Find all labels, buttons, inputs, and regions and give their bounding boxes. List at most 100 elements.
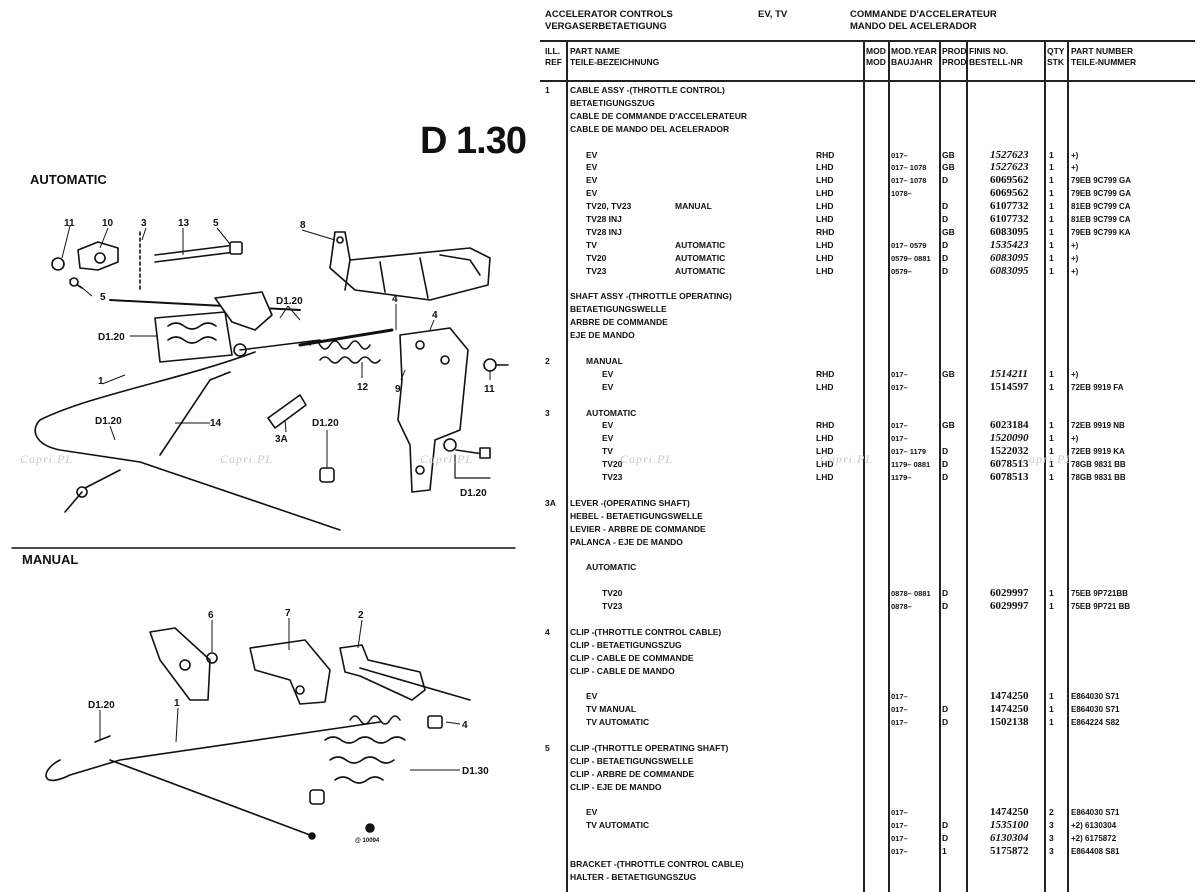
- row-part-name: MANUAL: [586, 355, 623, 366]
- row-mod-year: 1179–: [891, 473, 912, 482]
- row-mod-year: 017–: [891, 821, 908, 831]
- row-part-number: 72EB 9919 FA: [1071, 382, 1124, 392]
- col-head-finis: FINIS NO.BESTELL-NR: [969, 46, 1023, 67]
- lever-3a-part: [267, 394, 307, 429]
- row-part-name: CABLE DE MANDO DEL ACELERADOR: [570, 123, 730, 134]
- row-part-name: BRACKET -(THROTTLE CONTROL CABLE): [570, 859, 744, 869]
- row-part-name: TV: [586, 239, 597, 250]
- row-finis-no: 6029997: [990, 600, 1029, 612]
- row-part-number: +2) 6175872: [1071, 834, 1117, 844]
- row-part-number: 72EB 9919 KA: [1071, 447, 1125, 457]
- row-finis-no: 1520090: [990, 432, 1029, 445]
- watermark-5: Capri.PL: [820, 452, 874, 466]
- row-qty: 1: [1049, 691, 1054, 702]
- row-finis-no: 1514597: [990, 380, 1029, 393]
- row-qty: 1: [1049, 175, 1054, 186]
- row-part-number: 78GB 9831 BB: [1071, 460, 1126, 470]
- row-finis-no: 5175872: [990, 845, 1029, 858]
- row-finis-no: 6107732: [990, 200, 1029, 213]
- exploded-diagram: AUTOMATIC MANUAL 11 10 3 13 5 8 5 D1.20 …: [11, 172, 516, 844]
- row-prod: GB: [942, 420, 955, 431]
- table-header-rule: [540, 80, 1195, 82]
- row-finis-no: 6083095: [990, 251, 1029, 264]
- row-part-name: TV20, TV23: [586, 201, 632, 212]
- row-part-name: EV: [602, 433, 614, 444]
- bracket-9-part: [397, 327, 469, 493]
- callout-14: 14: [210, 418, 222, 429]
- callout-11: 11: [64, 218, 75, 229]
- row-mod: LHD: [816, 265, 834, 276]
- title-es: MANDO DEL ACELERADOR: [850, 21, 977, 32]
- row-finis-no: 6069562: [990, 187, 1029, 200]
- row-part-name: EV: [602, 420, 614, 431]
- row-mod: RHD: [816, 420, 835, 431]
- row-qty: 1: [1049, 433, 1054, 444]
- col-divider-ref: [566, 40, 568, 892]
- row-part-name: TV AUTOMATIC: [586, 820, 650, 831]
- col-divider-finis: [1044, 40, 1046, 892]
- row-mod: LHD: [816, 433, 834, 444]
- row-part-name: TV28 INJ: [586, 214, 622, 224]
- row-mod: LHD: [816, 162, 834, 173]
- row-mod-year: 017–: [891, 808, 908, 818]
- row-part-name: EV: [602, 368, 614, 379]
- row-mod-year: 017–: [891, 692, 908, 702]
- row-qty: 1: [1049, 472, 1054, 482]
- callout-4-manual: 4: [462, 720, 468, 731]
- row-mod-year: 017–: [891, 150, 908, 160]
- row-prod: D: [942, 239, 949, 250]
- callout-13: 13: [178, 218, 190, 229]
- col-divider-prod: [966, 40, 968, 892]
- row-mod: LHD: [816, 472, 834, 482]
- rod-13-part: [154, 241, 243, 263]
- callout-5-top: 5: [213, 218, 219, 229]
- watermark-2: Capri.PL: [220, 452, 274, 466]
- row-finis-no: 1527623: [990, 161, 1029, 174]
- row-variant: AUTOMATIC: [675, 252, 726, 263]
- row-prod: GB: [942, 149, 955, 160]
- row-part-name: CLIP - CABLE DE COMMANDE: [570, 652, 694, 663]
- row-part-name: TV20: [602, 588, 623, 599]
- col-divider-mod: [888, 40, 890, 892]
- row-part-name: AUTOMATIC: [586, 562, 637, 573]
- row-part-name: SHAFT ASSY -(THROTTLE OPERATING): [570, 291, 732, 302]
- row-finis-no: 6130304: [990, 832, 1029, 845]
- row-part-number: +): [1071, 434, 1079, 444]
- callout-d120-e: D1.20: [460, 488, 487, 499]
- row-ill-ref: 4: [545, 626, 550, 637]
- row-part-name: HEBEL - BETAETIGUNGSWELLE: [570, 510, 703, 521]
- callout-d120-c: D1.20: [95, 416, 122, 427]
- diagram-ref-code: @ 10094: [355, 838, 380, 844]
- row-mod-year: 017–: [891, 834, 908, 844]
- row-prod: D: [942, 214, 949, 224]
- row-ill-ref: 1: [545, 85, 550, 95]
- bracket-6-part: [149, 627, 218, 701]
- row-part-name: TV23: [586, 265, 607, 276]
- row-part-name: ARBRE DE COMMANDE: [570, 317, 668, 328]
- row-finis-no: 1502138: [990, 716, 1029, 729]
- row-mod-year: 1078–: [891, 189, 912, 199]
- row-qty: 1: [1049, 239, 1054, 250]
- row-finis-no: 1527623: [990, 148, 1029, 161]
- row-variant: MANUAL: [675, 201, 712, 212]
- row-mod: RHD: [816, 226, 835, 237]
- callout-12: 12: [357, 382, 369, 393]
- row-part-name: CABLE DE COMMANDE D'ACCELERATEUR: [570, 110, 748, 121]
- row-mod: LHD: [816, 459, 834, 470]
- row-mod-year: 017–: [891, 421, 908, 431]
- row-prod: D: [942, 459, 949, 470]
- col-divider-qty: [1067, 40, 1069, 892]
- row-qty: 3: [1049, 820, 1054, 831]
- row-qty: 1: [1049, 162, 1054, 173]
- row-finis-no: 6023184: [990, 419, 1029, 432]
- row-part-name: CABLE ASSY -(THROTTLE CONTROL): [570, 85, 725, 95]
- row-part-name: AUTOMATIC: [586, 407, 637, 418]
- clip-d120-part: [319, 467, 335, 483]
- callout-d120-a: D1.20: [276, 296, 303, 307]
- row-part-number: E864030 S71: [1071, 692, 1120, 702]
- callout-d120-manual: D1.20: [88, 700, 115, 711]
